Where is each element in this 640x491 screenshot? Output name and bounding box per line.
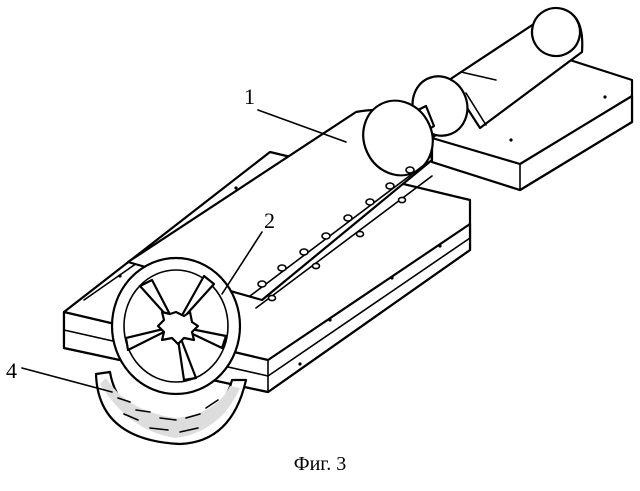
label-part-4: 4 (6, 358, 17, 383)
feeder-wheel (112, 258, 240, 394)
label-part-1: 1 (244, 84, 255, 109)
label-part-2: 2 (264, 208, 275, 233)
figure-caption: Фиг. 3 (0, 453, 640, 476)
